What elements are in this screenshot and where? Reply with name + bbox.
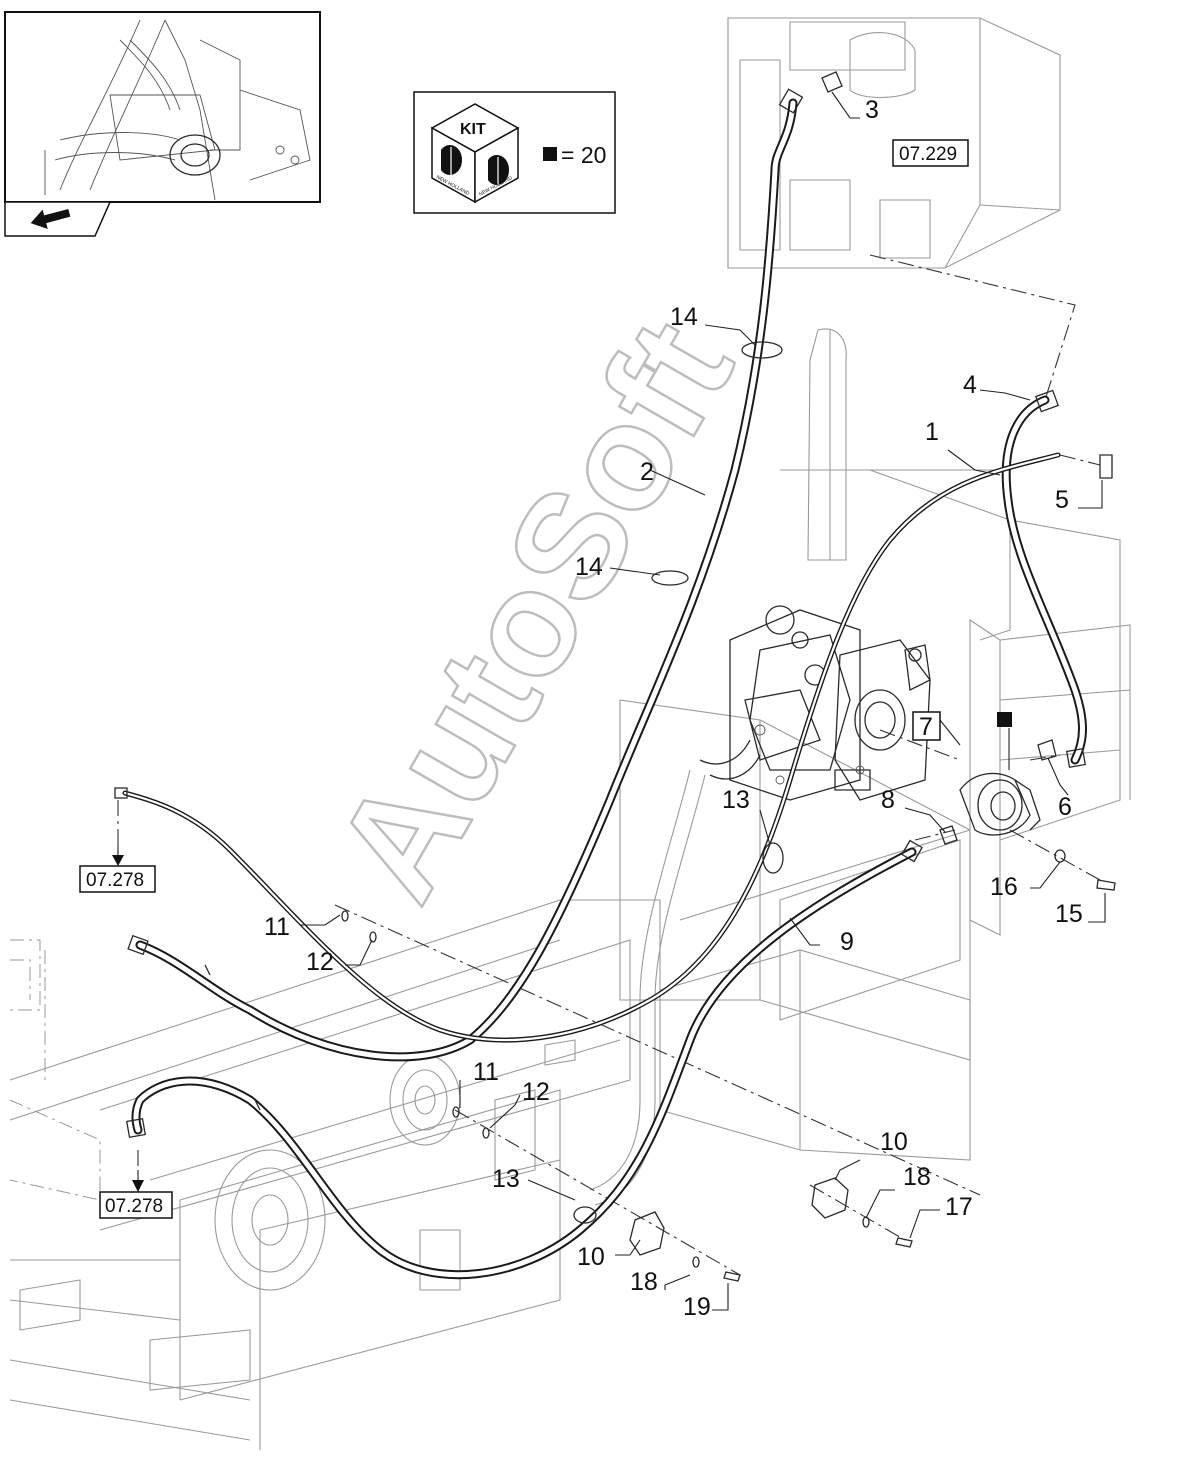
overview-thumbnail xyxy=(4,11,321,203)
ref-box-left-upper-label: 07.278 xyxy=(86,870,144,891)
callout-7-box: 7 xyxy=(912,711,941,741)
callout-3: 3 xyxy=(865,96,879,124)
clamp-14-lower xyxy=(651,570,689,586)
callout-12-lower: 12 xyxy=(522,1078,550,1106)
clamp-13-lower xyxy=(573,1206,597,1224)
callout-8: 8 xyxy=(881,786,895,814)
ref-box-top-right[interactable]: 07.229 xyxy=(892,139,969,167)
callout-1: 1 xyxy=(925,418,939,446)
watermark-text: AutoSoft xyxy=(302,294,764,926)
bolt-15 xyxy=(1096,879,1116,891)
leader-lines xyxy=(300,91,1106,1311)
fitting-6 xyxy=(1037,739,1057,761)
fitting-5 xyxy=(1099,454,1113,479)
callout-11-lower: 11 xyxy=(473,1058,499,1086)
callout-numbers: 1 2 3 4 5 6 8 9 10 10 11 11 12 12 13 13 … xyxy=(264,96,1083,1321)
ref-box-top-right-label: 07.229 xyxy=(899,144,957,165)
hoses xyxy=(114,88,1087,1280)
callout-14-lower: 14 xyxy=(575,553,603,581)
back-nav-button[interactable] xyxy=(4,201,112,237)
callout-18-right: 18 xyxy=(903,1163,931,1191)
hose-clamps xyxy=(573,341,784,1224)
valve-assembly xyxy=(699,605,931,801)
callout-18-left: 18 xyxy=(630,1268,658,1296)
fitting-8 xyxy=(939,825,958,845)
callout-13-lower: 13 xyxy=(492,1165,520,1193)
callout-2: 2 xyxy=(640,458,654,486)
ref-box-left-upper[interactable]: 07.278 xyxy=(79,865,156,893)
bolt-19 xyxy=(723,1271,741,1282)
kit-info-box: KIT NEW HOLLAND NEW HOLLAND = 20 xyxy=(413,91,616,214)
callout-6: 6 xyxy=(1058,793,1072,821)
brand-leaf-icon xyxy=(441,145,509,185)
clamp-14-upper xyxy=(741,341,783,359)
callout-13-upper: 13 xyxy=(722,786,750,814)
clip-10-right xyxy=(811,1177,849,1219)
callout-19: 19 xyxy=(683,1293,711,1321)
fitting-3 xyxy=(821,71,843,93)
callout-9: 9 xyxy=(840,928,854,956)
kit-quantity: = 20 xyxy=(561,142,606,168)
clamp-13-upper xyxy=(762,842,784,874)
arrow-back-icon xyxy=(30,208,71,229)
assembly-lines xyxy=(117,254,1101,1276)
callout-10-right: 10 xyxy=(880,1128,908,1156)
callout-12-upper: 12 xyxy=(306,948,334,976)
bolt-17 xyxy=(895,1237,913,1248)
callout-11-upper: 11 xyxy=(264,913,290,941)
clip-10-left xyxy=(629,1211,665,1256)
hose-9 xyxy=(131,847,917,1280)
kit-marker-square xyxy=(997,712,1012,727)
callout-17: 17 xyxy=(945,1193,973,1221)
small-parts xyxy=(341,71,1116,1282)
callout-16: 16 xyxy=(990,873,1018,901)
ref-box-left-lower[interactable]: 07.278 xyxy=(99,1191,173,1219)
hose-4 xyxy=(1001,395,1087,765)
callout-14-upper: 14 xyxy=(670,303,698,331)
callout-10-left: 10 xyxy=(577,1243,605,1271)
callout-5: 5 xyxy=(1055,486,1069,514)
pump-7 xyxy=(959,772,1041,836)
kit-quantity-square xyxy=(543,147,557,161)
callout-4: 4 xyxy=(963,371,977,399)
callout-15: 15 xyxy=(1055,900,1083,928)
ref-box-left-lower-label: 07.278 xyxy=(105,1196,163,1217)
svg-text:7: 7 xyxy=(919,713,933,741)
kit-label: KIT xyxy=(460,121,486,138)
